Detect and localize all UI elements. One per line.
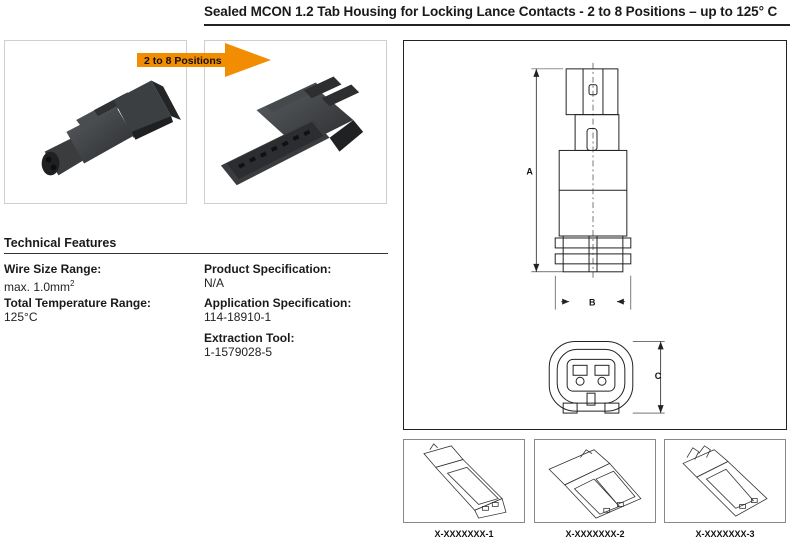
product-photo-2-position <box>4 40 187 204</box>
two-position-housing-image <box>41 80 181 176</box>
variant-3-line-drawing <box>682 445 768 517</box>
dimension-b-lines <box>554 275 632 310</box>
side-view <box>554 62 632 278</box>
dimension-a-label: A <box>526 166 533 176</box>
extraction-tool-spec: Extraction Tool: 1-1579028-5 <box>204 331 294 360</box>
variant-1-line-drawing <box>423 443 507 519</box>
dimension-c-label: C <box>655 371 662 381</box>
extraction-tool-value: 1-1579028-5 <box>204 345 273 359</box>
product-spec: Product Specification: N/A <box>204 262 331 291</box>
dimension-c-lines <box>632 341 665 414</box>
variant-3-label: X-XXXXXXX-3 <box>695 529 755 539</box>
temperature-spec: Total Temperature Range: 125°C <box>4 296 151 325</box>
arrow-right-icon <box>137 43 271 77</box>
product-spec-value: N/A <box>204 276 225 290</box>
dimension-drawing: A B C <box>526 62 665 414</box>
eight-position-housing-image <box>220 76 364 186</box>
wire-size-value: max. 1.0mm2 <box>4 279 75 294</box>
technical-drawing: A B C <box>403 40 787 430</box>
variant-thumbnail-2 <box>534 439 656 523</box>
positions-arrow <box>137 43 271 77</box>
dimension-a-lines <box>531 68 564 273</box>
application-spec: Application Specification: 114-18910-1 <box>204 296 351 325</box>
product-photo-8-position <box>204 40 387 204</box>
temperature-value: 125°C <box>4 310 38 324</box>
variant-2-label: X-XXXXXXX-2 <box>565 529 625 539</box>
wire-size-spec: Wire Size Range: max. 1.0mm2 <box>4 262 101 295</box>
front-view <box>548 340 634 414</box>
positions-label: 2 to 8 Positions <box>144 55 222 67</box>
wire-size-label: Wire Size Range: <box>4 262 102 276</box>
title-divider <box>204 24 790 26</box>
extraction-tool-label: Extraction Tool: <box>204 331 295 345</box>
variant-thumbnail-1 <box>403 439 525 523</box>
variant-1-label: X-XXXXXXX-1 <box>434 529 494 539</box>
product-spec-label: Product Specification: <box>204 262 332 276</box>
temperature-label: Total Temperature Range: <box>4 296 151 310</box>
wire-size-superscript: 2 <box>70 279 75 288</box>
application-spec-label: Application Specification: <box>204 296 352 310</box>
technical-features-heading: Technical Features <box>4 236 117 250</box>
dimension-b-label: B <box>589 298 596 308</box>
application-spec-value: 114-18910-1 <box>204 310 272 324</box>
technical-features-divider <box>4 253 388 254</box>
variant-thumbnail-3 <box>664 439 786 523</box>
variant-2-line-drawing <box>548 449 642 519</box>
page-title: Sealed MCON 1.2 Tab Housing for Locking … <box>204 4 778 19</box>
